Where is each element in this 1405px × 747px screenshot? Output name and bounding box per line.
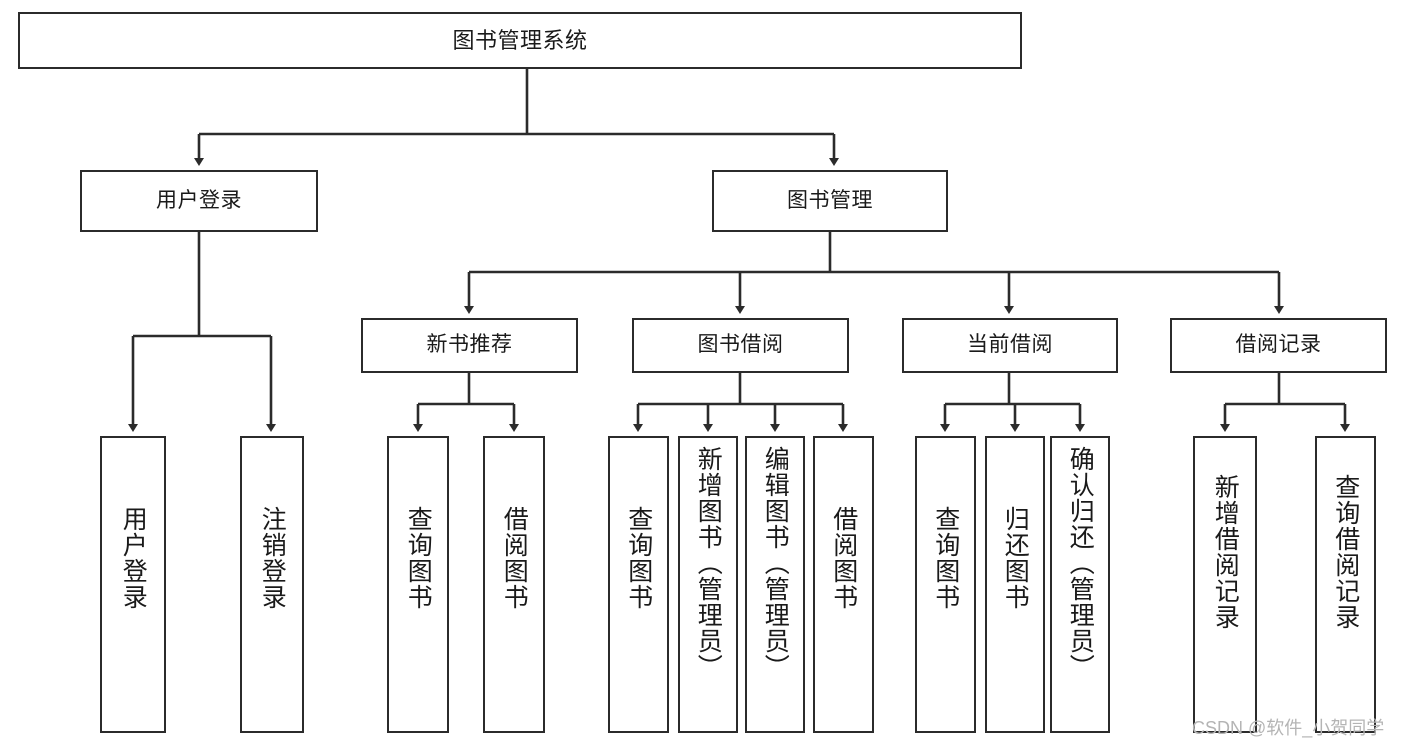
node-user-login-label: 用户登录 (156, 188, 242, 212)
node-book-management[interactable]: 图书管理 (712, 170, 948, 232)
node-root[interactable]: 图书管理系统 (18, 12, 1022, 69)
node-leaf-borrow-book-2-label: 借阅图书 (829, 506, 858, 610)
node-book-management-label: 图书管理 (787, 188, 873, 212)
node-borrow-records-label: 借阅记录 (1235, 333, 1322, 357)
node-leaf-return-book-label: 归还图书 (1001, 506, 1030, 610)
watermark: CSDN @软件_小贺同学 (1192, 718, 1385, 738)
node-leaf-borrow-book-1[interactable]: 借阅图书 (483, 436, 545, 733)
node-current-borrow-label: 当前借阅 (967, 333, 1053, 357)
node-leaf-return-book[interactable]: 归还图书 (985, 436, 1045, 733)
node-current-borrow[interactable]: 当前借阅 (902, 318, 1118, 373)
node-leaf-confirm-return-admin-label: 确认归还（管理员） (1066, 446, 1095, 680)
node-leaf-edit-book-admin[interactable]: 编辑图书（管理员） (745, 436, 805, 733)
node-book-borrow[interactable]: 图书借阅 (632, 318, 849, 373)
node-borrow-records[interactable]: 借阅记录 (1170, 318, 1387, 373)
node-leaf-query-borrow-record[interactable]: 查询借阅记录 (1315, 436, 1376, 733)
node-leaf-query-borrow-record-label: 查询借阅记录 (1331, 474, 1360, 630)
node-leaf-add-book-admin-label: 新增图书（管理员） (694, 446, 723, 680)
node-leaf-query-book-3[interactable]: 查询图书 (915, 436, 976, 733)
node-book-borrow-label: 图书借阅 (697, 333, 784, 357)
node-leaf-query-book-1[interactable]: 查询图书 (387, 436, 449, 733)
node-leaf-query-book-2-label: 查询图书 (624, 506, 653, 610)
node-leaf-logout-label: 注销登录 (258, 506, 287, 610)
node-leaf-user-login[interactable]: 用户登录 (100, 436, 166, 733)
node-leaf-borrow-book-1-label: 借阅图书 (500, 506, 529, 610)
node-leaf-borrow-book-2[interactable]: 借阅图书 (813, 436, 874, 733)
node-user-login[interactable]: 用户登录 (80, 170, 318, 232)
node-leaf-user-login-label: 用户登录 (119, 506, 148, 610)
node-new-book-recommend[interactable]: 新书推荐 (361, 318, 578, 373)
node-leaf-edit-book-admin-label: 编辑图书（管理员） (761, 446, 790, 680)
node-leaf-add-borrow-record[interactable]: 新增借阅记录 (1193, 436, 1257, 733)
node-leaf-query-book-3-label: 查询图书 (931, 506, 960, 610)
node-leaf-add-borrow-record-label: 新增借阅记录 (1211, 474, 1240, 630)
node-leaf-query-book-1-label: 查询图书 (404, 506, 433, 610)
node-leaf-query-book-2[interactable]: 查询图书 (608, 436, 669, 733)
node-leaf-confirm-return-admin[interactable]: 确认归还（管理员） (1050, 436, 1110, 733)
node-leaf-logout[interactable]: 注销登录 (240, 436, 304, 733)
node-root-label: 图书管理系统 (452, 27, 588, 53)
node-leaf-add-book-admin[interactable]: 新增图书（管理员） (678, 436, 738, 733)
node-new-book-recommend-label: 新书推荐 (426, 333, 513, 357)
